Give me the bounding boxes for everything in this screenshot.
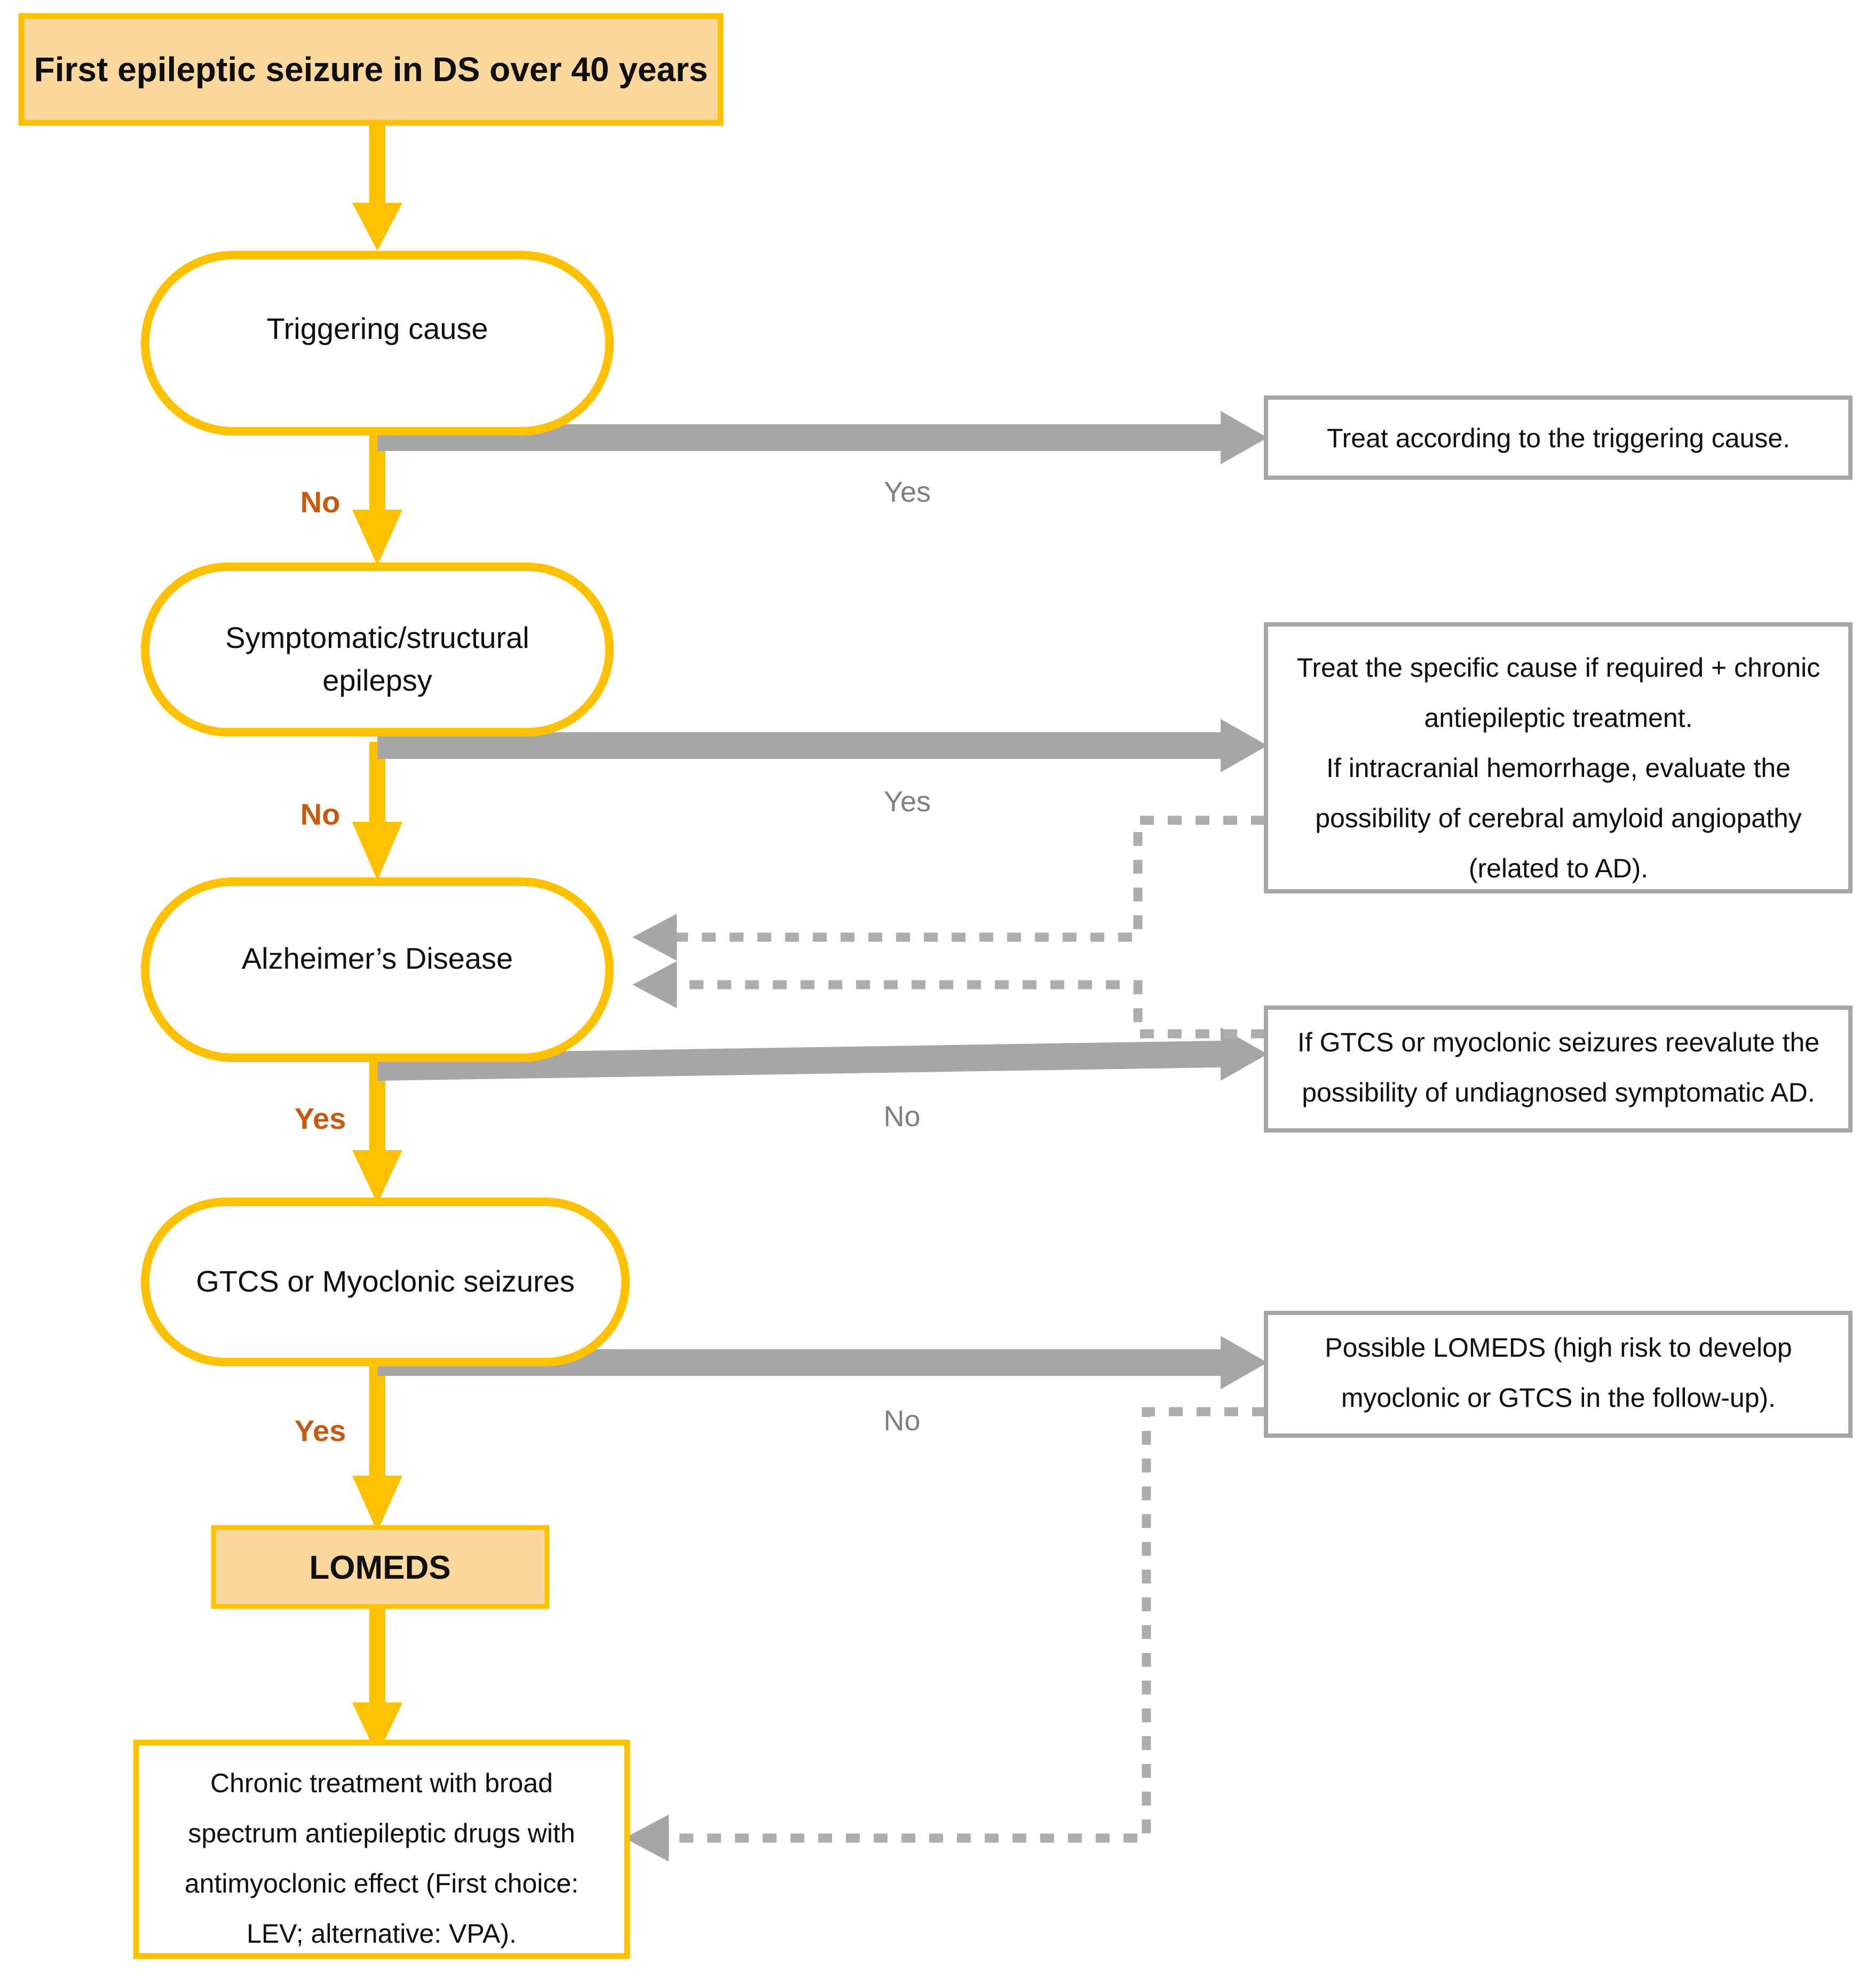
arrow-lomeds-to-treatment (352, 1601, 402, 1756)
arrow-gtcs-to-lomeds (352, 1350, 402, 1532)
outcome-box-treat-specific-cause-line3: If intracranial hemorrhage, evaluate the (1326, 753, 1791, 783)
arrow-triggering-to-symptomatic (352, 432, 402, 566)
node-lomeds-label: LOMEDS (309, 1549, 450, 1586)
node-symptomatic-label-line1: Symptomatic/structural (225, 621, 529, 654)
node-triggering-cause[interactable]: Triggering cause (141, 251, 614, 436)
branch-label-no-4: No (883, 1405, 920, 1437)
outcome-box-reevaluate-ad[interactable]: If GTCS or myoclonic seizures reevalute … (1264, 1006, 1853, 1133)
dotted-connector-box4-to-treatment (624, 1407, 1266, 1862)
node-start[interactable]: First epileptic seizure in DS over 40 ye… (18, 13, 724, 126)
node-chronic-treatment-line2: spectrum antiepileptic drugs with (188, 1818, 575, 1848)
arrow-symptomatic-yes (377, 719, 1268, 772)
outcome-box-possible-lomeds[interactable]: Possible LOMEDS (high risk to develop my… (1264, 1311, 1853, 1438)
arrow-triggering-yes (377, 411, 1268, 464)
branch-label-no-2: No (300, 797, 341, 831)
node-start-label: First epileptic seizure in DS over 40 ye… (34, 50, 708, 89)
branch-label-yes-4: Yes (295, 1414, 346, 1447)
node-chronic-treatment[interactable]: Chronic treatment with broad spectrum an… (133, 1739, 630, 1959)
outcome-box-treat-triggering-cause[interactable]: Treat according to the triggering cause. (1264, 395, 1853, 480)
arrow-alzheimers-no (377, 1027, 1268, 1081)
outcome-box-treat-specific-cause-line2: antiepileptic treatment. (1424, 703, 1692, 733)
outcome-box-possible-lomeds-line1: Possible LOMEDS (high risk to develop (1325, 1333, 1792, 1363)
node-symptomatic-label-line2: epilepsy (322, 663, 432, 697)
node-chronic-treatment-line1: Chronic treatment with broad (210, 1768, 553, 1798)
arrow-start-to-triggering (352, 123, 402, 251)
branch-label-yes-3: Yes (295, 1102, 346, 1135)
outcome-box-treat-triggering-cause-line1: Treat according to the triggering cause. (1327, 423, 1790, 453)
dotted-connector-box2-to-alzheimers (632, 816, 1265, 961)
node-alzheimers-disease[interactable]: Alzheimer’s Disease (141, 877, 614, 1062)
node-chronic-treatment-line4: LEV; alternative: VPA). (247, 1919, 517, 1949)
node-lomeds[interactable]: LOMEDS (211, 1525, 550, 1609)
branch-label-yes-2: Yes (884, 786, 931, 818)
node-alzheimers-disease-label: Alzheimer’s Disease (242, 941, 513, 975)
arrow-alzheimers-to-gtcs (352, 1049, 402, 1204)
branch-label-no-1: No (300, 485, 341, 519)
node-symptomatic-structural-epilepsy[interactable]: Symptomatic/structural epilepsy (141, 563, 614, 737)
outcome-box-treat-specific-cause-line4: possibility of cerebral amyloid angiopat… (1315, 803, 1802, 833)
outcome-box-treat-specific-cause-line5: (related to AD). (1469, 853, 1648, 883)
arrow-symptomatic-to-alzheimers (352, 742, 402, 881)
node-triggering-cause-label: Triggering cause (266, 312, 488, 345)
outcome-box-possible-lomeds-line2: myoclonic or GTCS in the follow-up). (1341, 1383, 1776, 1413)
dotted-connector-box3-to-alzheimers (632, 961, 1265, 1039)
outcome-box-reevaluate-ad-line2: possibility of undiagnosed symptomatic A… (1302, 1078, 1815, 1107)
node-gtcs-or-myoclonic-label: GTCS or Myoclonic seizures (196, 1264, 575, 1298)
branch-label-yes-1: Yes (884, 476, 931, 508)
outcome-box-reevaluate-ad-line1: If GTCS or myoclonic seizures reevalute … (1297, 1027, 1819, 1057)
node-chronic-treatment-line3: antimyoclonic effect (First choice: (185, 1869, 579, 1898)
branch-label-no-3: No (883, 1101, 920, 1133)
outcome-box-treat-specific-cause[interactable]: Treat the specific cause if required + c… (1264, 622, 1853, 893)
node-gtcs-or-myoclonic[interactable]: GTCS or Myoclonic seizures (141, 1198, 630, 1366)
outcome-box-treat-specific-cause-line1: Treat the specific cause if required + c… (1297, 653, 1820, 683)
